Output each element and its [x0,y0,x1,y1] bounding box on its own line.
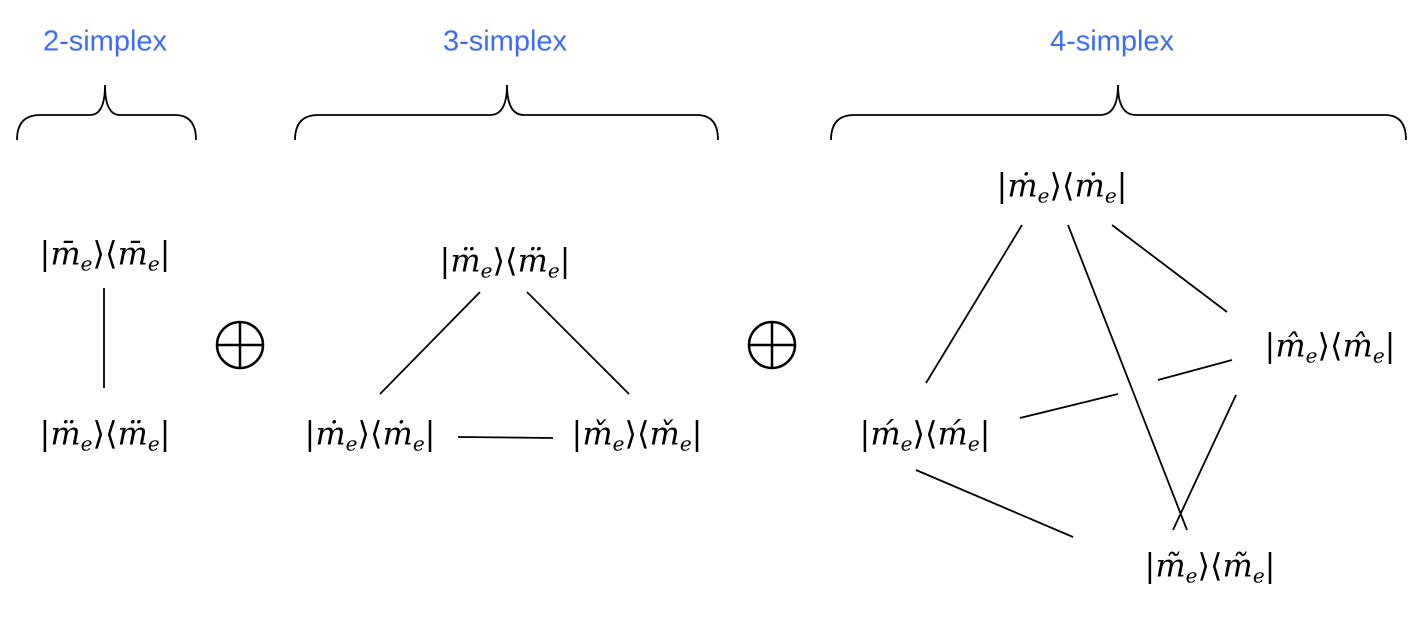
direct-sum-icon [747,320,797,370]
ket-symbol: ḿ [870,414,901,453]
bra-symbol: m̌ [649,414,680,453]
edge [379,291,481,395]
edge [526,291,630,395]
brace-4-simplex [830,84,1407,141]
title-3-simplex: 3-simplex [442,25,568,58]
edge [1067,224,1188,531]
ket-subscript: e [1305,343,1318,368]
edge [925,224,1023,384]
state-label: |ṁe⟩⟨ṁe| [996,166,1128,208]
bra-subscript: e [147,251,160,276]
ket-symbol: m̃ [1155,546,1186,585]
state-label: |m̃e⟩⟨m̃e| [1144,546,1276,588]
ket-subscript: e [612,431,625,456]
ket-symbol: m̈ [450,241,481,280]
direct-sum-icon [215,320,265,370]
bra-subscript: e [1372,343,1385,368]
state-label: |ṁe⟩⟨ṁe| [304,414,436,456]
bra-subscript: e [1252,563,1265,588]
edge [1157,359,1233,381]
ket-symbol: m̄ [50,234,81,273]
state-label: |m̂e⟩⟨m̂e| [1264,326,1396,368]
ket-symbol: m̌ [582,414,613,453]
ket-symbol: ṁ [1007,166,1038,205]
bra-symbol: m̄ [117,234,148,273]
bra-subscript: e [412,431,425,456]
edge [915,469,1074,538]
ket-subscript: e [80,251,93,276]
bra-subscript: e [547,258,560,283]
state-label: |m̈e⟩⟨m̈e| [39,414,171,456]
bra-symbol: ḿ [937,414,968,453]
bra-subscript: e [1104,183,1117,208]
ket-symbol: m̈ [50,414,81,453]
ket-symbol: m̂ [1275,326,1306,365]
ket-subscript: e [480,258,493,283]
state-label: |m̈e⟩⟨m̈e| [439,241,571,283]
brace-3-simplex [294,84,719,141]
ket-subscript: e [80,431,93,456]
title-4-simplex: 4-simplex [1049,25,1175,58]
ket-subscript: e [1037,183,1050,208]
ket-subscript: e [900,431,913,456]
bra-symbol: m̈ [117,414,148,453]
bra-symbol: m̂ [1342,326,1373,365]
state-label: |m̌e⟩⟨m̌e| [571,414,703,456]
edge [1019,393,1119,419]
ket-subscript: e [1185,563,1198,588]
bra-symbol: ṁ [382,414,413,453]
edge [1172,394,1237,531]
state-label: |ḿe⟩⟨ḿe| [859,414,991,456]
state-label: |m̄e⟩⟨m̄e| [39,234,171,276]
bra-symbol: m̃ [1222,546,1253,585]
bra-subscript: e [147,431,160,456]
bra-subscript: e [967,431,980,456]
brace-2-simplex [16,84,197,141]
ket-subscript: e [345,431,358,456]
edge [457,436,554,439]
title-2-simplex: 2-simplex [42,25,168,58]
bra-subscript: e [679,431,692,456]
edge [1111,224,1228,313]
bra-symbol: ṁ [1074,166,1105,205]
bra-symbol: m̈ [517,241,548,280]
ket-symbol: ṁ [315,414,346,453]
